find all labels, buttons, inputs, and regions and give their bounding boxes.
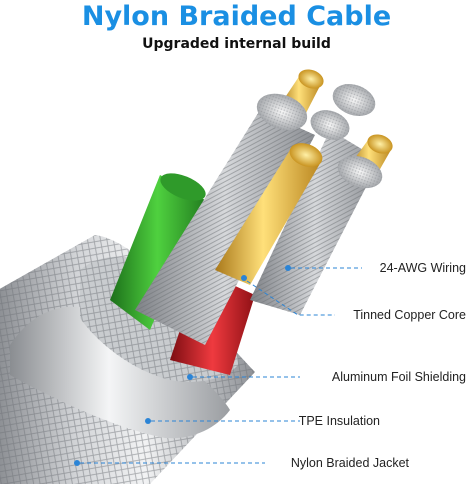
tpe-insulation: [10, 306, 230, 439]
page-subtitle: Upgraded internal build: [142, 36, 331, 52]
leader-aluminum-foil: [187, 374, 300, 380]
callout-label-nylon-jacket: Nylon Braided Jacket: [290, 456, 409, 470]
leader-nylon-jacket: [74, 460, 265, 466]
callout-label-tinned-copper: Tinned Copper Core: [353, 308, 466, 322]
leader-24awg: [285, 265, 362, 271]
page-title: Nylon Braided Cable: [81, 1, 392, 32]
leader-tpe: [145, 418, 300, 424]
callout-label-tpe: TPE Insulation: [298, 414, 380, 428]
green-wire: [110, 173, 206, 330]
callout-label-24awg: 24-AWG Wiring: [379, 261, 466, 275]
tinned-copper-tips: [256, 84, 383, 189]
leader-tinned-copper: [241, 275, 335, 316]
callout-leaders: [74, 265, 362, 466]
callout-label-aluminum-foil: Aluminum Foil Shielding: [331, 370, 466, 384]
